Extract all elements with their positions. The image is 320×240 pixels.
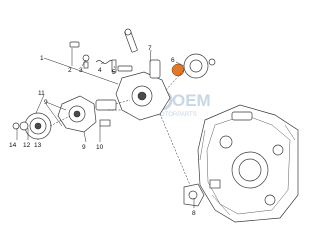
callout-5: 5 bbox=[112, 69, 116, 76]
part-9-pump bbox=[57, 95, 117, 133]
leader-lines bbox=[16, 48, 195, 208]
callout-7: 7 bbox=[148, 45, 152, 52]
part-8-cover bbox=[183, 183, 205, 207]
assembly-axes bbox=[49, 69, 191, 186]
exploded-parts-diagram: OEM MOTORPARTS bbox=[9, 28, 299, 223]
callout-10: 10 bbox=[96, 144, 104, 151]
callout-3: 3 bbox=[79, 67, 83, 74]
callout-13: 13 bbox=[34, 142, 42, 149]
callout-2: 2 bbox=[68, 67, 72, 74]
callout-9-top: 9 bbox=[44, 99, 48, 106]
callout-4: 4 bbox=[98, 67, 102, 74]
parts-2-5-small bbox=[69, 41, 117, 73]
crankcase bbox=[197, 104, 299, 223]
watermark-tagline: MOTORPARTS bbox=[155, 112, 197, 118]
callout-9-bottom: 9 bbox=[82, 144, 86, 151]
callout-11: 11 bbox=[38, 90, 45, 97]
callout-6: 6 bbox=[171, 57, 175, 64]
callout-12: 12 bbox=[23, 142, 31, 149]
callout-8: 8 bbox=[192, 210, 196, 217]
part-1-housing bbox=[115, 59, 171, 121]
callout-1: 1 bbox=[40, 55, 44, 62]
watermark-brand: OEM bbox=[172, 91, 211, 110]
part-7-shaft bbox=[117, 28, 138, 72]
callout-14: 14 bbox=[9, 142, 17, 149]
callout-numbers: 1 2 3 4 5 7 6 8 11 9 9 10 14 12 13 bbox=[9, 45, 196, 217]
part-6-gear bbox=[171, 53, 216, 79]
part-11-sprocket bbox=[12, 112, 52, 140]
